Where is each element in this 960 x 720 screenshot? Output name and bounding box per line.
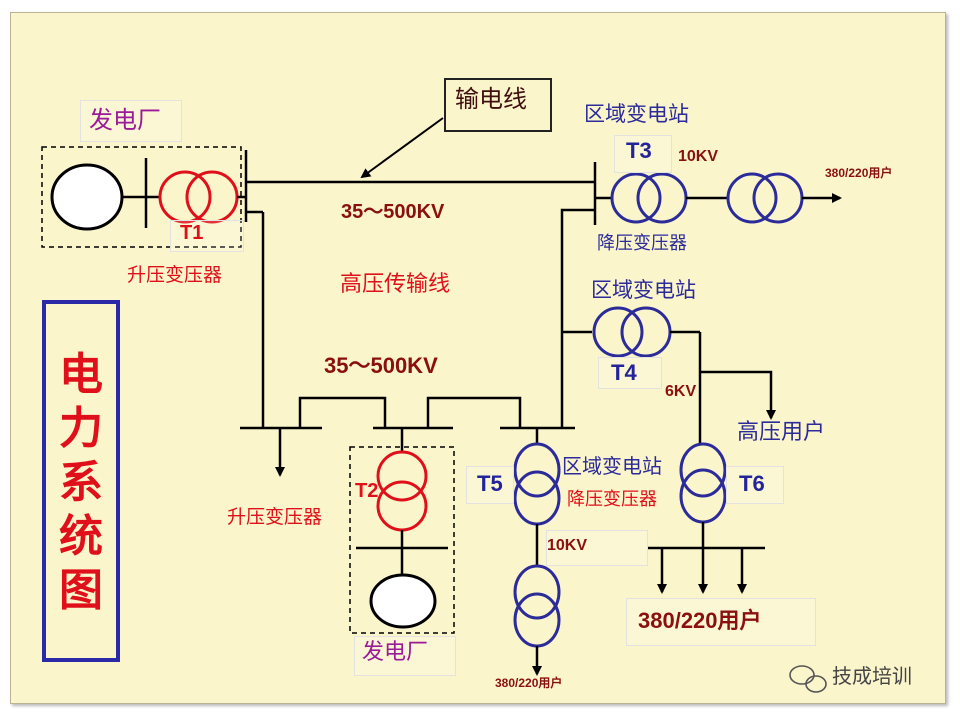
t1-coil-left [158,170,212,224]
power-plant-bottom-enclosure [349,446,455,634]
t6-label: T6 [739,471,765,496]
kv6-label: 6KV [665,383,697,400]
t2-label: T2 [355,480,379,502]
step-down-1-label: 降压变压器 [597,233,687,254]
t2-coil-bottom [376,480,428,532]
t5-label: T5 [477,471,503,496]
transmission-line-label: 输电线 [455,85,527,113]
diagram-title: 电力系统图 [59,349,103,616]
bridge-1 [298,396,387,428]
high-voltage-user-label: 高压用户 [737,420,826,445]
step-down-2-label: 降压变压器 [567,489,657,510]
kv10-bottom-label: 10KV [547,537,588,554]
kv10-bottom-box [546,530,648,566]
kv10-top-label: 10KV [678,148,719,165]
voltage-top-label: 35～500KV [341,201,445,223]
t1-coil-right [185,170,239,224]
step-up-bottom-label: 升压变压器 [227,506,323,528]
t6-coil-top [679,442,727,498]
t2-coil-top [376,450,428,502]
power-plant-top-label: 发电厂 [89,106,161,134]
power-plant-top-enclosure [41,146,242,248]
t4-box [598,357,662,389]
t4-coil-left [592,306,644,358]
t4-coil-right [620,306,672,358]
right-feeder [560,208,595,428]
user-380-top-label: 380/220用户 [825,166,893,180]
t1-label: T1 [180,222,204,244]
t1-box [170,220,244,252]
t5-coil-bottom [513,470,561,526]
user-380-big-box [626,598,816,646]
t5b-coil-top [513,564,561,620]
t3-coil-left [610,172,662,224]
title-box: 电力系统图 [42,300,120,662]
callout-box [444,78,552,132]
t3b-coil-right [752,172,804,224]
bridge-2 [426,396,522,428]
voltage-mid-label: 35～500KV [324,353,438,378]
regional-station-1-label: 区域变电站 [584,102,689,126]
callout-arrow [360,117,444,179]
wechat-icon [789,665,827,693]
t6-box [726,466,784,504]
power-plant-top-box [80,100,182,142]
generator-top [50,163,124,231]
regional-station-2-label: 区域变电站 [591,278,696,302]
step-up-top-label: 升压变压器 [127,264,223,286]
t5-coil-top [513,442,561,498]
regional-station-3-label: 区域变电站 [562,454,662,478]
user-380-big-label: 380/220用户 [638,608,762,633]
t3-coil-right [636,172,688,224]
t3-label: T3 [626,138,652,163]
t5-box [466,466,514,504]
power-plant-bottom-box [354,636,456,676]
watermark-label: 技成培训 [832,664,912,688]
t5b-coil-bottom [513,592,561,648]
power-plant-bottom-label: 发电厂 [362,640,429,665]
user-380-bottom-label: 380/220用户 [495,676,563,690]
t3b-coil-left [726,172,778,224]
high-voltage-line-label: 高压传输线 [340,272,451,297]
generator-bottom [369,573,437,629]
t3-box [614,135,672,173]
t4-label: T4 [611,360,637,385]
high-voltage-user-arrow [700,370,776,420]
